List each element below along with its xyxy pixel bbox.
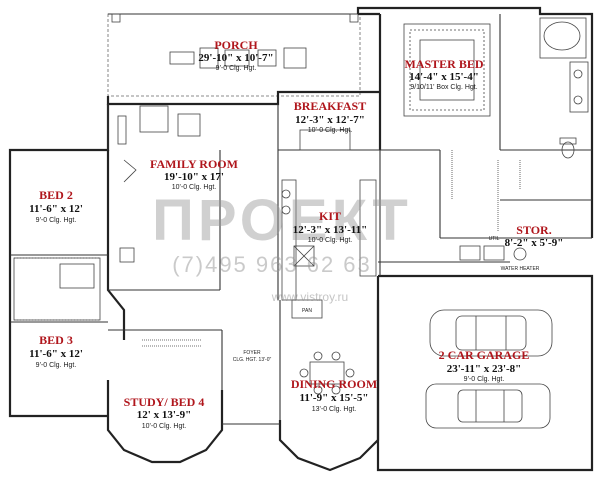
family-room-clg: 10'-0 Clg. Hgt. xyxy=(172,184,217,191)
kit-clg: 10'-0 Clg. Hgt. xyxy=(308,237,353,244)
master-bed-name: MASTER BED xyxy=(404,57,483,71)
bed3-dim: 11'-6" x 12' xyxy=(29,348,83,360)
kit-dim: 12'-3" x 13'-11" xyxy=(293,224,368,236)
watermark-brand: ПРОЕКТ xyxy=(152,188,412,253)
room-family: FAMILY ROOM 19'-10" x 17' 10'-0 Clg. Hgt… xyxy=(150,157,238,191)
foyer-label: FOYER xyxy=(243,350,261,356)
breakfast-dim: 12'-3" x 12'-7" xyxy=(295,114,365,126)
watermark: ПРОЕКТ (7)495 963 62 63 www.vistroy.ru xyxy=(152,188,412,304)
watermark-phone: (7)495 963 62 63 xyxy=(172,252,372,277)
room-bed3: BED 3 11'-6" x 12' 9'-0 Clg. Hgt. xyxy=(29,333,83,369)
pan-label: PAN xyxy=(302,308,312,314)
room-dining: DINING ROOM 11'-9" x 15'-5" 13'-0 Clg. H… xyxy=(291,377,377,413)
breakfast-clg: 10'-0 Clg. Hgt. xyxy=(308,127,353,134)
bed2-dim: 11'-6" x 12' xyxy=(29,203,83,215)
small-labels: FOYER CLG. HGT. 13'-0" PAN UTIL WATER HE… xyxy=(233,236,540,363)
family-room-dim: 19'-10" x 17' xyxy=(164,171,224,183)
stor-dim: 8'-2" x 5'-9" xyxy=(505,237,564,249)
room-garage: 2 CAR GARAGE 23'-11" x 23'-8" 9'-0 Clg. … xyxy=(439,348,530,383)
water-heater-label: WATER HEATER xyxy=(501,266,540,272)
porch-name: PORCH xyxy=(214,38,258,52)
breakfast-name: BREAKFAST xyxy=(294,99,366,113)
room-kit: KIT 12'-3" x 13'-11" 10'-0 Clg. Hgt. xyxy=(293,209,368,244)
dining-name: DINING ROOM xyxy=(291,377,377,391)
room-master-bed: MASTER BED 14'-4" x 15'-4" 9/10/11' Box … xyxy=(404,57,483,91)
study-clg: 10'-0 Clg. Hgt. xyxy=(142,423,187,430)
foyer-clg-label: CLG. HGT. 13'-0" xyxy=(233,357,272,363)
bed3-name: BED 3 xyxy=(39,333,73,347)
master-bed-clg: 9/10/11' Box Clg. Hgt. xyxy=(410,84,477,91)
watermark-url: www.vistroy.ru xyxy=(271,290,348,304)
garage-clg: 9'-0 Clg. Hgt. xyxy=(464,376,505,383)
room-bed2: BED 2 11'-6" x 12' 9'-0 Clg. Hgt. xyxy=(29,188,83,224)
car-bottom xyxy=(425,383,551,429)
study-dim: 12' x 13'-9" xyxy=(137,409,191,421)
study-name: STUDY/ BED 4 xyxy=(124,395,205,409)
family-room-name: FAMILY ROOM xyxy=(150,157,238,171)
room-study: STUDY/ BED 4 12' x 13'-9" 10'-0 Clg. Hgt… xyxy=(124,395,205,430)
bed3-clg: 9'-0 Clg. Hgt. xyxy=(36,362,77,369)
dining-dim: 11'-9" x 15'-5" xyxy=(299,392,368,404)
master-bed-dim: 14'-4" x 15'-4" xyxy=(409,71,479,83)
bed2-clg: 9'-0 Clg. Hgt. xyxy=(36,217,77,224)
room-porch: PORCH 29'-10" x 10'-7" 9'-0 Clg. Hgt. xyxy=(198,38,273,72)
bed2-name: BED 2 xyxy=(39,188,73,202)
car-top xyxy=(429,309,553,357)
fixtures xyxy=(13,17,589,429)
porch-dim: 29'-10" x 10'-7" xyxy=(198,52,273,64)
garage-dim: 23'-11" x 23'-8" xyxy=(447,363,522,375)
walls xyxy=(8,6,594,472)
util-label: UTIL xyxy=(489,236,500,242)
kit-name: KIT xyxy=(319,209,341,223)
stor-name: STOR. xyxy=(516,223,551,237)
room-stor: STOR. 8'-2" x 5'-9" xyxy=(505,223,564,249)
garage-name: 2 CAR GARAGE xyxy=(439,348,530,362)
porch-clg: 9'-0 Clg. Hgt. xyxy=(216,65,257,72)
room-breakfast: BREAKFAST 12'-3" x 12'-7" 10'-0 Clg. Hgt… xyxy=(294,99,366,134)
dining-clg: 13'-0 Clg. Hgt. xyxy=(312,406,357,413)
